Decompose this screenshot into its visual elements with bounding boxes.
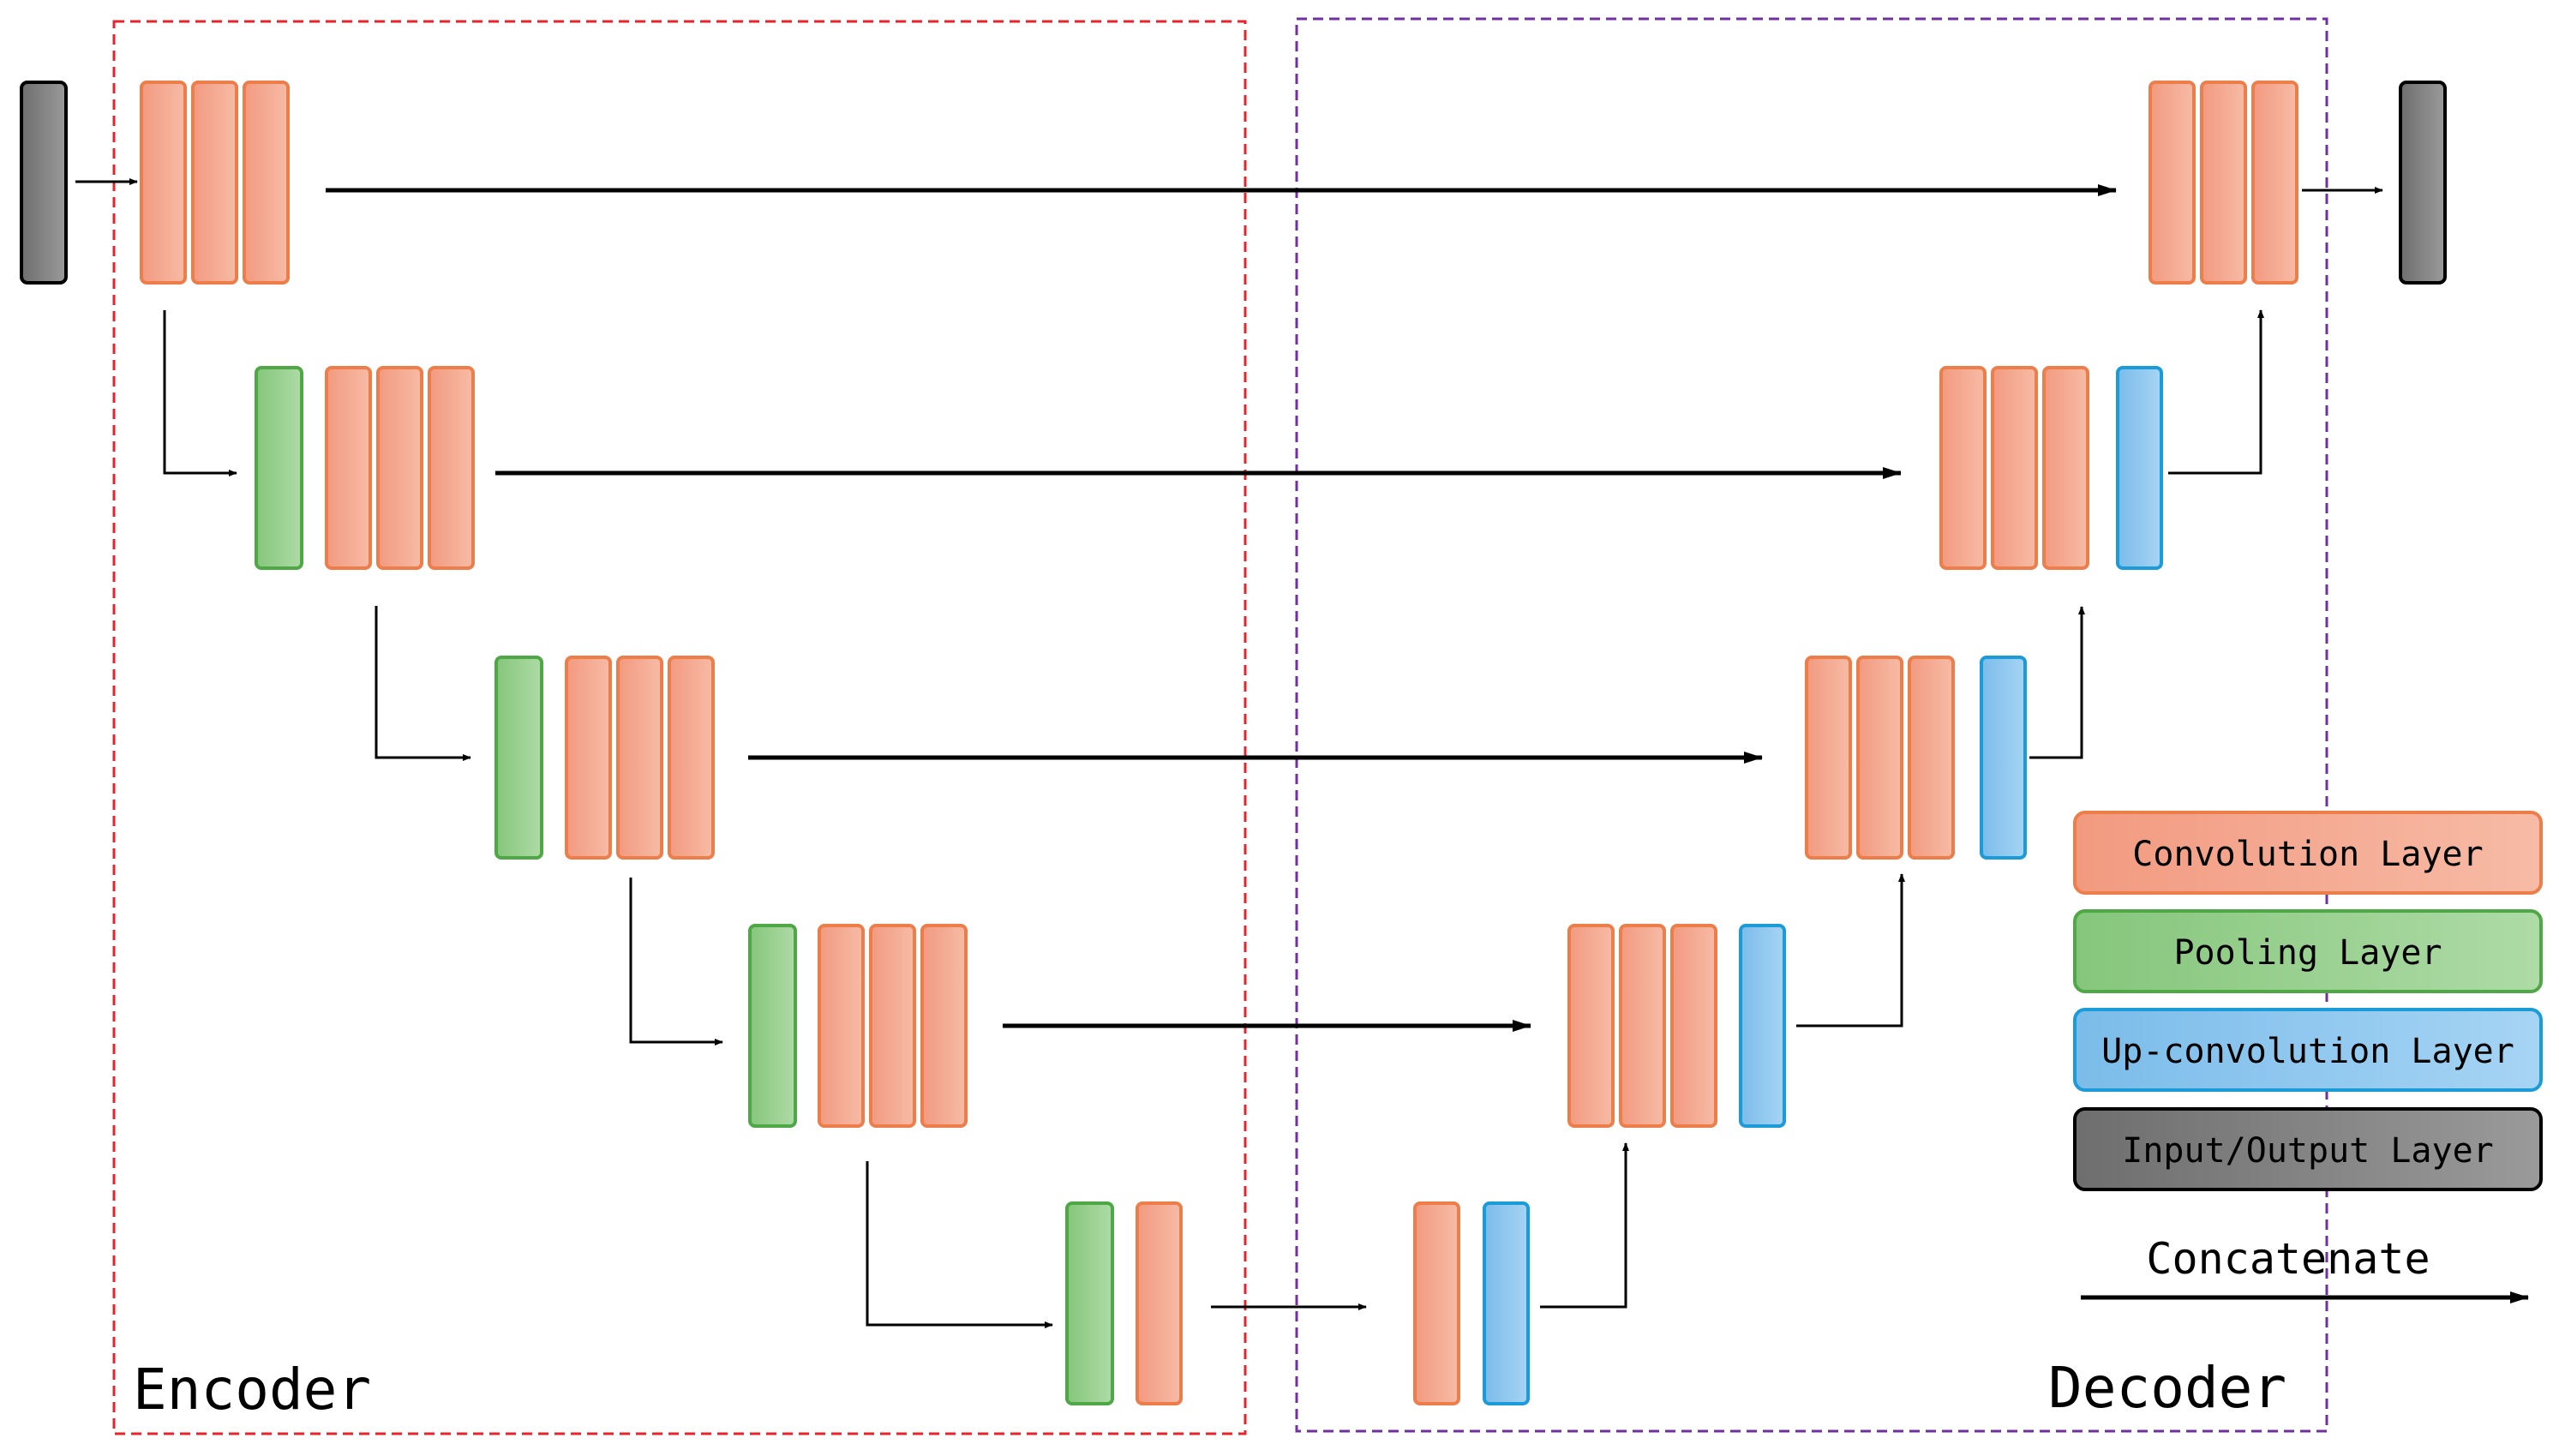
legend-concatenate-label: Concatenate [2146, 1234, 2430, 1284]
conv-layer [1413, 1201, 1460, 1405]
legend-convolution-swatch [2073, 811, 2543, 895]
decoder-label: Decoder [2048, 1355, 2286, 1421]
up-arrow-4 [2168, 309, 2264, 475]
conv-layer [243, 81, 290, 285]
encoder-level-4 [748, 924, 968, 1128]
conv-layer [428, 366, 475, 570]
flow-arrows [75, 178, 2383, 1328]
encoder-frame [112, 20, 1247, 1435]
conv-layer [1136, 1201, 1183, 1405]
encoder-level-2 [255, 366, 475, 570]
upconv-layer [1739, 924, 1786, 1128]
upconv-layer [1980, 656, 2027, 860]
decoder-level-2 [1939, 366, 2163, 570]
conv-layer [1619, 924, 1666, 1128]
decoder-frame [1295, 17, 2328, 1433]
conv-layer [616, 656, 663, 860]
conv-layer [1939, 366, 1987, 570]
decoder-level-1 [2148, 81, 2298, 285]
up-arrow-2 [1796, 873, 1905, 1028]
conv-layer [1991, 366, 2038, 570]
conv-layer [325, 366, 372, 570]
pool-layer [255, 366, 303, 570]
legend-convolution-label: Convolution Layer [2132, 835, 2483, 874]
upconv-layer [2116, 366, 2163, 570]
encoder-label: Encoder [133, 1357, 371, 1423]
encoder-level-3 [494, 656, 715, 860]
down-arrow-3 [629, 878, 723, 1046]
upconv-layer [1483, 1201, 1530, 1405]
conv-layer [1805, 656, 1852, 860]
legend-upconvolution-swatch [2073, 1008, 2543, 1092]
pool-layer [1065, 1201, 1114, 1405]
conv-layer [818, 924, 865, 1128]
conv-layer [668, 656, 715, 860]
pool-layer [748, 924, 797, 1128]
conv-layer [2251, 81, 2298, 285]
conv-layer [2200, 81, 2247, 285]
bottleneck-decoder [1413, 1201, 1530, 1405]
down-arrow-4 [866, 1161, 1053, 1328]
conv-layer [140, 81, 187, 285]
pool-layer [494, 656, 543, 860]
conv-layer [191, 81, 238, 285]
legend-io-label: Input/Output Layer [2122, 1131, 2493, 1171]
conv-layer [869, 924, 916, 1128]
legend-pooling-swatch [2073, 909, 2543, 993]
up-arrow-3 [2029, 606, 2085, 759]
legend-pooling-label: Pooling Layer [2173, 933, 2442, 973]
conv-layer [1567, 924, 1615, 1128]
conv-layer [2148, 81, 2196, 285]
bottleneck-encoder [1065, 1201, 1183, 1405]
decoder-level-4 [1567, 924, 1786, 1128]
conv-layer [1856, 656, 1903, 860]
encoder-level-1 [140, 81, 290, 285]
legend-io-swatch [2073, 1107, 2543, 1191]
conv-layer [920, 924, 968, 1128]
output-layer [2399, 81, 2447, 285]
down-arrow-1 [163, 310, 237, 476]
legend: Convolution Layer Pooling Layer Up-convo… [2073, 811, 2543, 1303]
input-layer [20, 81, 68, 285]
down-arrow-2 [375, 606, 471, 761]
conv-layer [2042, 366, 2089, 570]
conv-layer [1670, 924, 1717, 1128]
up-arrow-1 [1540, 1142, 1629, 1309]
legend-upconvolution-label: Up-convolution Layer [2101, 1032, 2514, 1071]
concatenate-arrows [326, 184, 2117, 1032]
decoder-level-3 [1805, 656, 2027, 860]
conv-layer [565, 656, 612, 860]
conv-layer [1908, 656, 1955, 860]
conv-layer [376, 366, 423, 570]
